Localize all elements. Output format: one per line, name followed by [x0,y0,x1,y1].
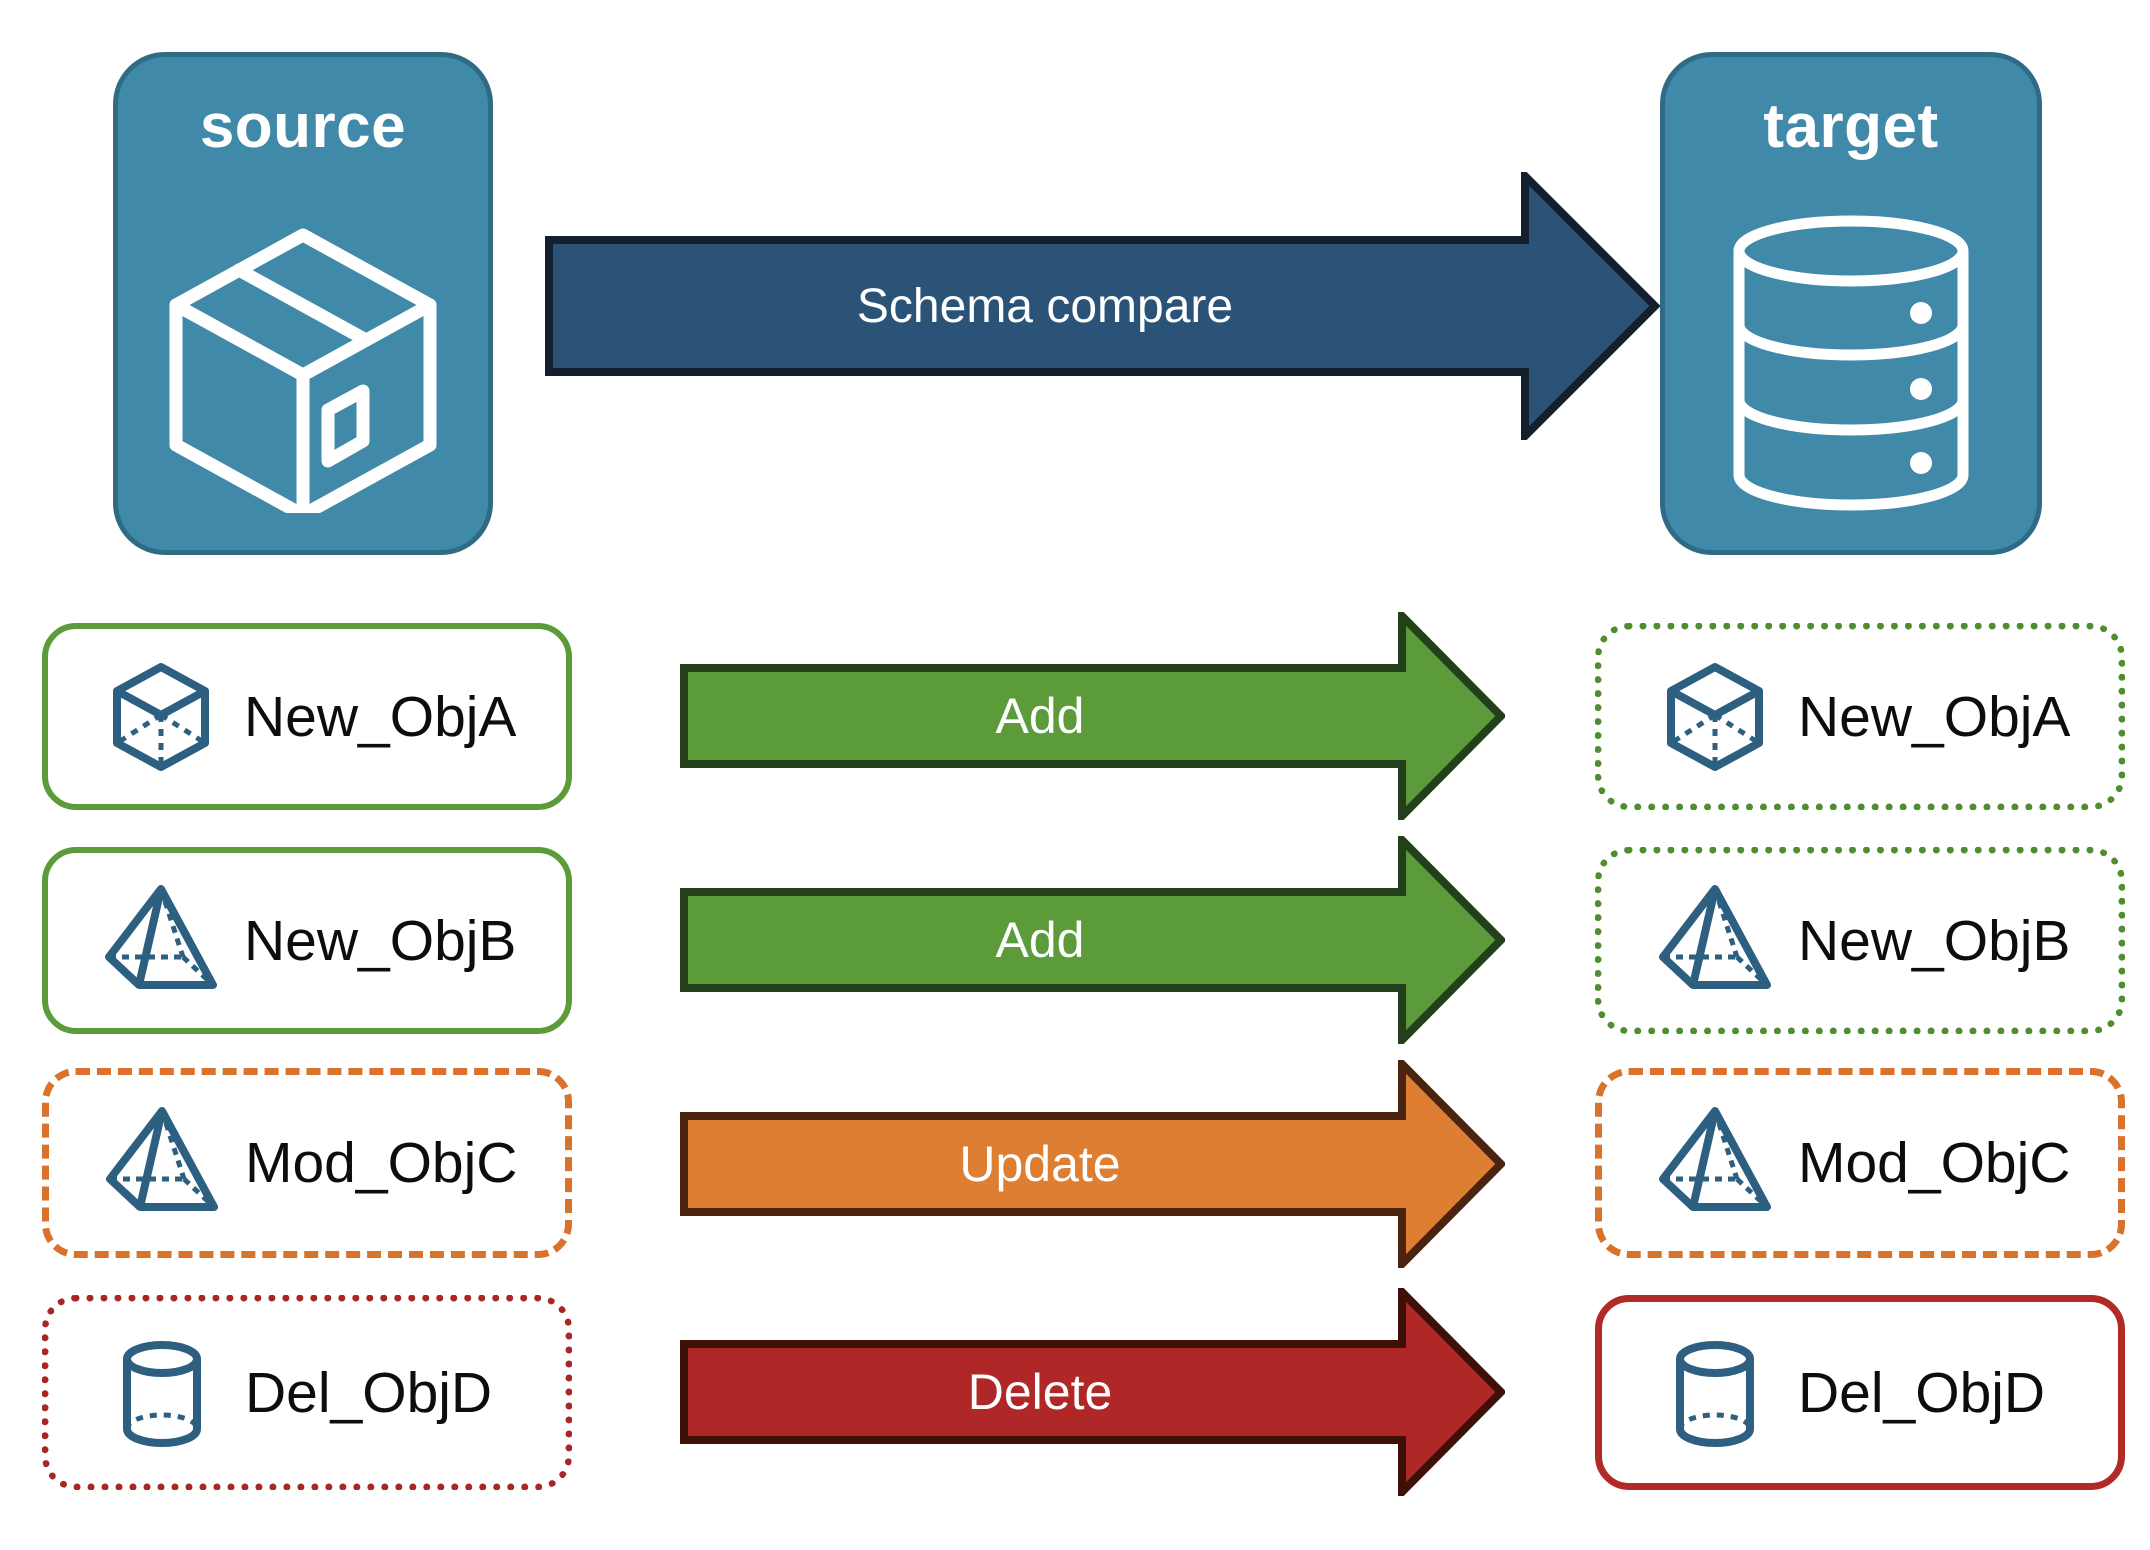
target-object-box-0[interactable]: New_ObjA [1595,623,2125,810]
schema-compare-arrow[interactable]: Schema compare [545,172,1660,440]
schema-compare-label: Schema compare [856,279,1234,333]
source-object-label-1: New_ObjB [244,908,517,973]
package-box-icon [118,197,488,528]
action-arrow-label-2: Update [959,1136,1121,1192]
action-arrow-1[interactable]: Add [680,836,1505,1044]
source-object-label-3: Del_ObjD [245,1360,493,1425]
wireframe-pyramid-icon [1650,876,1780,1006]
source-panel[interactable]: source [113,52,493,555]
source-object-box-3[interactable]: Del_ObjD [42,1295,572,1490]
wireframe-cube-icon [96,652,226,782]
wireframe-cylinder-icon [1650,1328,1780,1458]
target-object-label-1: New_ObjB [1798,908,2071,973]
target-panel[interactable]: target [1660,52,2042,555]
action-arrow-3[interactable]: Delete [680,1288,1505,1496]
action-arrow-label-1: Add [995,912,1085,968]
target-object-box-2[interactable]: Mod_ObjC [1595,1068,2125,1258]
wireframe-cube-icon [1650,652,1780,782]
source-object-box-0[interactable]: New_ObjA [42,623,572,810]
target-object-label-2: Mod_ObjC [1798,1131,2071,1195]
action-arrow-label-0: Add [995,688,1085,744]
target-object-box-3[interactable]: Del_ObjD [1595,1295,2125,1490]
source-object-box-2[interactable]: Mod_ObjC [42,1068,572,1258]
wireframe-pyramid-icon [1650,1098,1780,1228]
wireframe-cylinder-icon [97,1328,227,1458]
source-object-box-1[interactable]: New_ObjB [42,847,572,1034]
source-object-label-0: New_ObjA [244,684,517,749]
database-cylinder-icon [1665,197,2037,528]
target-panel-label: target [1763,92,1939,161]
target-object-label-3: Del_ObjD [1798,1360,2046,1425]
action-arrow-2[interactable]: Update [680,1060,1505,1268]
wireframe-pyramid-icon [96,876,226,1006]
source-panel-label: source [199,92,407,161]
wireframe-pyramid-icon [97,1098,227,1228]
target-object-box-1[interactable]: New_ObjB [1595,847,2125,1034]
source-object-label-2: Mod_ObjC [245,1131,518,1195]
target-object-label-0: New_ObjA [1798,684,2071,749]
action-arrow-label-3: Delete [967,1364,1113,1420]
action-arrow-0[interactable]: Add [680,612,1505,820]
